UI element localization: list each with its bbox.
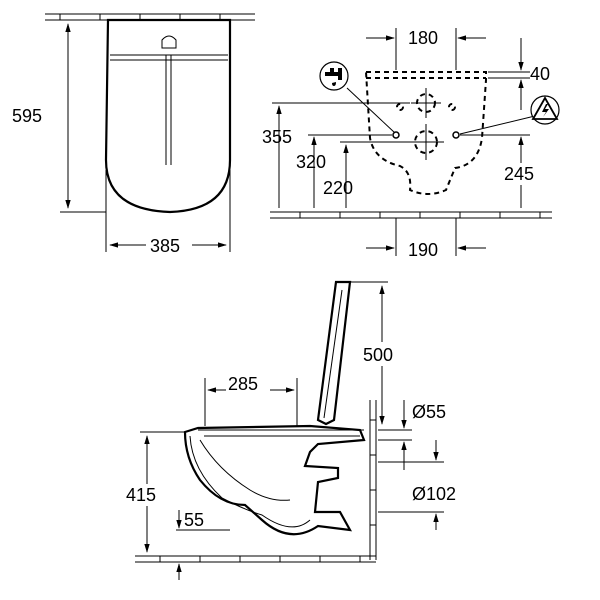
dim-side-seat-depth: 285 <box>228 374 258 394</box>
dim-top-width: 385 <box>150 236 180 256</box>
rear-fixing-points <box>392 88 460 160</box>
dim-rear-top-width: 180 <box>408 28 438 48</box>
dim-side-diameter-55: Ø55 <box>412 402 446 422</box>
side-lid <box>316 280 352 426</box>
dim-side-height-415: 415 <box>126 485 156 505</box>
dim-side-diameter-102: Ø102 <box>412 484 456 504</box>
dim-side-offset-55: 55 <box>184 510 204 530</box>
dim-rear-355: 355 <box>262 127 292 147</box>
top-view: 595 385 <box>12 13 255 256</box>
water-tap-icon <box>319 61 349 91</box>
dim-rear-220: 220 <box>323 178 353 198</box>
electrical-warning-icon <box>530 95 560 125</box>
dim-top-depth: 595 <box>12 106 42 126</box>
side-view: 500 285 Ø55 Ø102 415 55 <box>122 280 456 580</box>
rear-view: 180 40 355 320 220 245 190 <box>262 28 560 260</box>
dim-side-lid-height: 500 <box>363 345 393 365</box>
dim-rear-320: 320 <box>296 152 326 172</box>
rear-floor <box>270 211 552 219</box>
side-bowl <box>183 424 366 536</box>
dim-rear-top-offset: 40 <box>530 64 550 84</box>
dim-rear-bottom-width: 190 <box>408 240 438 260</box>
dim-rear-245: 245 <box>504 164 534 184</box>
rear-outline <box>364 71 487 195</box>
side-floor <box>135 555 376 563</box>
side-wall <box>369 400 377 560</box>
top-view-outline <box>104 18 232 214</box>
